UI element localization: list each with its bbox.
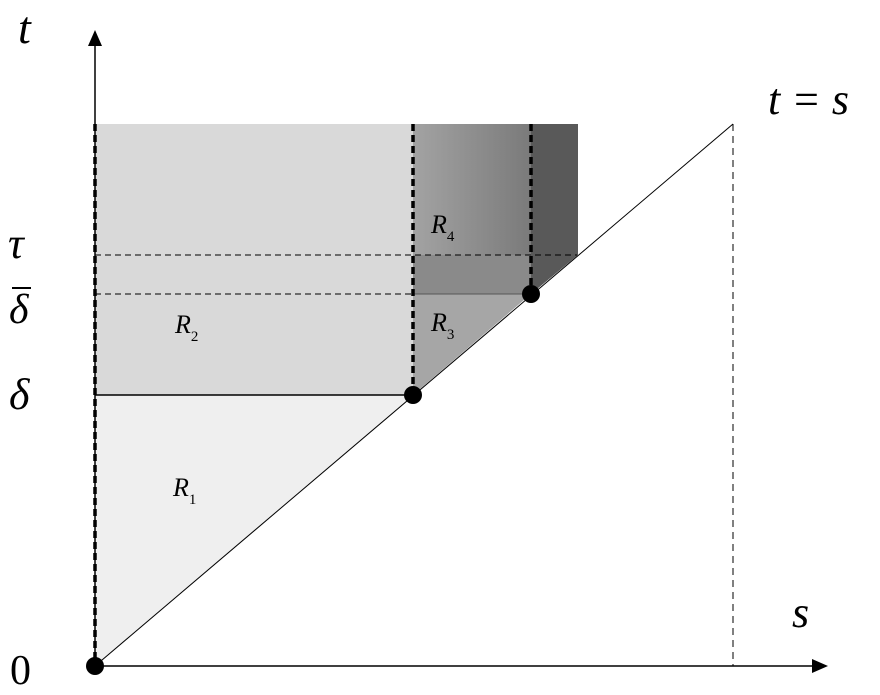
diagonal-label: t = s	[768, 75, 849, 124]
origin-label: 0	[10, 648, 31, 694]
region-r2-label: R2	[174, 310, 198, 345]
t-axis-arrowhead	[88, 30, 102, 46]
delta-bar-label: δ	[9, 287, 30, 333]
delta-point	[404, 386, 422, 404]
tau-label: τ	[8, 219, 26, 268]
delta-bar-point	[522, 285, 540, 303]
region-r1-label: R1	[172, 473, 196, 508]
t-axis-label: t	[18, 2, 32, 53]
region-r4	[413, 124, 531, 294]
s-axis-label: s	[792, 588, 809, 637]
region-r2	[95, 124, 413, 395]
region-r3-label: R3	[430, 308, 454, 343]
region-r3	[413, 294, 531, 395]
delta-label: δ	[9, 370, 31, 419]
region-r4-label: R4	[430, 210, 455, 245]
region-dark-strip	[531, 124, 578, 294]
origin-point	[86, 657, 104, 675]
s-axis-arrowhead	[812, 659, 828, 673]
